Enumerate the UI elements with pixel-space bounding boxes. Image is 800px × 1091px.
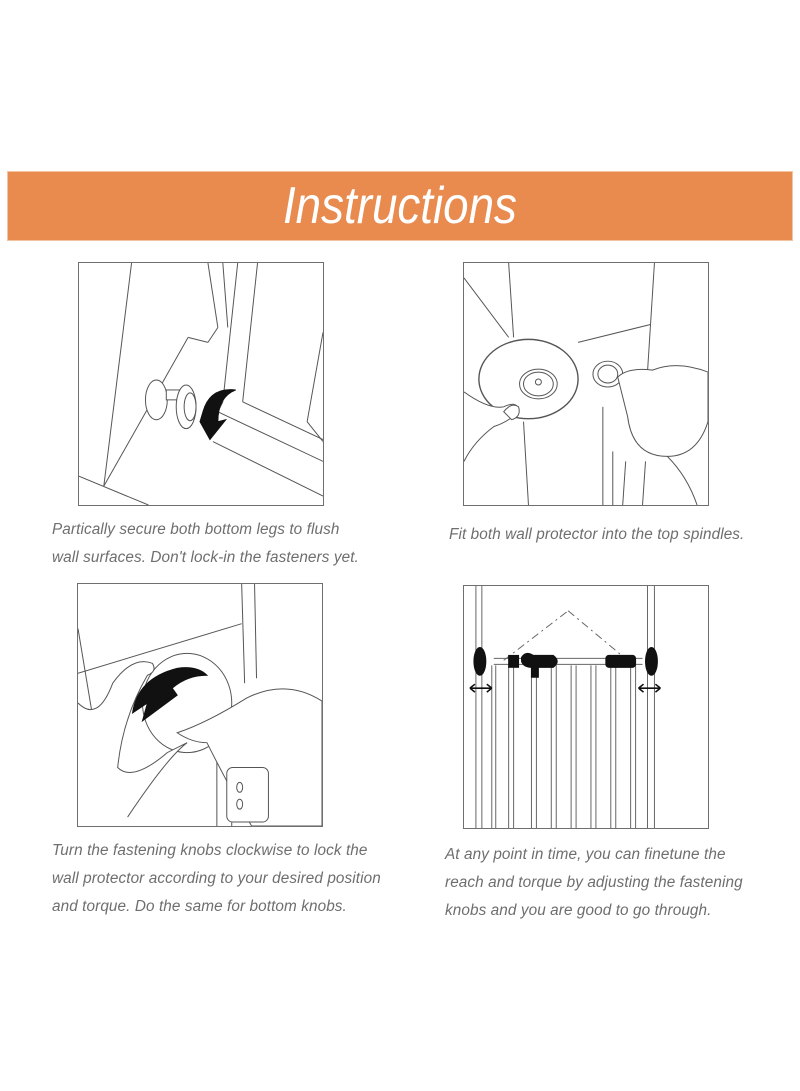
banner-title: Instructions xyxy=(283,177,517,235)
gate-bars xyxy=(491,665,637,828)
instructions-banner: Instructions xyxy=(8,172,792,240)
step-3-caption: Turn the fastening knobs clockwise to lo… xyxy=(52,842,381,915)
gate-adjust-reach-illustration xyxy=(469,586,661,828)
left-double-arrow-icon xyxy=(469,683,493,693)
step-4-illustration xyxy=(463,585,709,829)
step-1-caption: Partically secure both bottom legs to fl… xyxy=(52,521,359,566)
step-2-illustration xyxy=(463,262,709,506)
step-1-illustration xyxy=(78,262,324,506)
turn-knob-clockwise-illustration xyxy=(78,584,322,826)
step-3-illustration xyxy=(77,583,323,827)
wall-protector-spindle-illustration xyxy=(464,263,708,505)
step-4-caption: At any point in time, you can finetune t… xyxy=(445,846,743,919)
bottom-leg-knob-illustration xyxy=(79,263,323,505)
step-2-caption: Fit both wall protector into the top spi… xyxy=(449,526,745,543)
right-double-arrow-icon xyxy=(638,683,661,693)
